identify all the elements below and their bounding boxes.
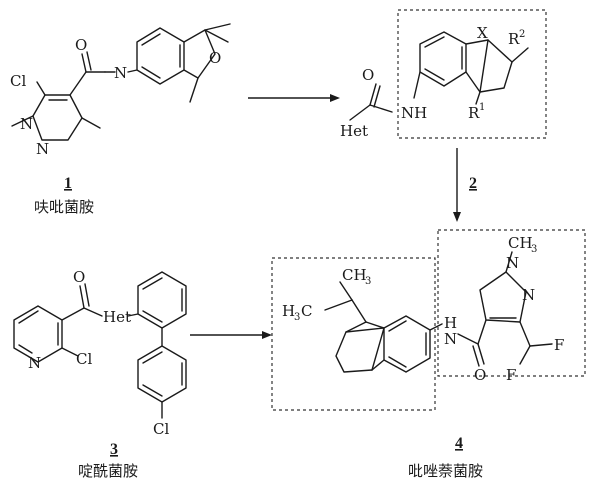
compound-3-number: 3 (110, 441, 118, 458)
compound-4-number: 4 (455, 435, 463, 452)
c1-n1: N (20, 115, 33, 133)
step-2-label: 2 (469, 175, 477, 192)
generic-o: O (362, 66, 374, 84)
c4-pz-n1: N (506, 254, 519, 272)
generic-het: Het (340, 122, 368, 140)
compound-3-structure: O Het N Cl Cl (13, 268, 187, 438)
c1-o-ring: O (209, 49, 221, 67)
c1-o-carbonyl: O (75, 36, 87, 54)
c4-h3c-sub: 3 (294, 312, 300, 323)
compound-3-name: 啶酰菌胺 (78, 462, 138, 480)
c4-o: O (474, 366, 486, 384)
c4-ch3-top: CH (342, 266, 367, 284)
c3-n: N (28, 354, 41, 372)
c4-right-box (437, 229, 586, 377)
arrow-right-top (248, 94, 340, 102)
compound-4-structure: CH 3 H 3 C H N O F F N N CH 3 (271, 229, 586, 411)
c4-methyl: CH (508, 234, 533, 252)
generic-x: X (477, 24, 488, 42)
c1-n-amide: N (114, 64, 127, 82)
compound-1-name: 呋吡菌胺 (34, 198, 94, 216)
arrow-right-bottom (190, 331, 272, 339)
c4-h3c-c: C (301, 302, 312, 320)
c4-h: H (444, 314, 457, 332)
generic-core-box (397, 9, 547, 139)
c4-f2: F (554, 336, 564, 354)
c4-f1: F (506, 366, 516, 384)
c3-cl-phenyl: Cl (153, 420, 169, 438)
generic-nh: NH (401, 104, 427, 122)
generic-r1-sup: 1 (479, 102, 485, 113)
generic-r2-sup: 2 (519, 29, 525, 40)
compound-4-name: 吡唑萘菌胺 (408, 462, 483, 480)
c3-cl-pyridine: Cl (76, 350, 92, 368)
c4-methyl-sub: 3 (531, 244, 537, 255)
compound-1-structure: Cl N N O N O (10, 23, 231, 158)
c3-het: Het (103, 308, 131, 326)
c1-cl: Cl (10, 72, 26, 90)
generic-structure: O Het NH X R 2 R 1 (340, 9, 547, 140)
c4-pz-n2: N (522, 286, 535, 304)
generic-r1: R (468, 104, 480, 122)
c1-n2: N (36, 140, 49, 158)
arrow-down (453, 148, 461, 222)
c4-ch3-top-sub: 3 (365, 276, 371, 287)
c4-n-amide: N (444, 330, 457, 348)
c4-h3c-h: H (282, 302, 295, 320)
c4-left-box (271, 257, 436, 411)
c3-o: O (73, 268, 85, 286)
generic-r2: R (508, 30, 520, 48)
compound-1-number: 1 (64, 175, 72, 192)
